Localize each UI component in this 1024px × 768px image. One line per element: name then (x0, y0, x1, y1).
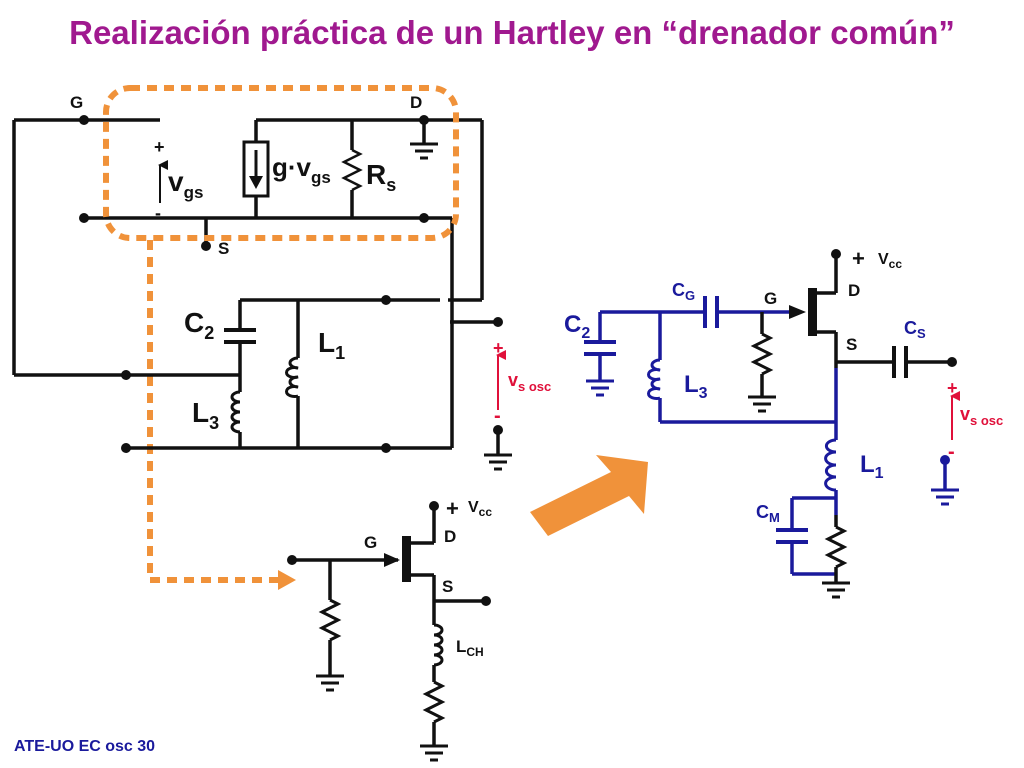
label-d: D (848, 281, 860, 300)
vgs-minus: - (155, 203, 161, 223)
final-jfet (750, 254, 952, 582)
bias-nodes (287, 501, 491, 606)
jfet-gate-arrow-icon (789, 305, 806, 319)
final-nodes-blue (940, 455, 950, 465)
label-s: S (218, 239, 229, 258)
label-rs: Rs (366, 159, 396, 195)
label-cs: CS (904, 318, 926, 341)
bias-circuit (292, 508, 486, 745)
label-d: D (444, 527, 456, 546)
label-l1: L1 (860, 451, 884, 482)
model-nodes (79, 115, 429, 251)
label-g: G (364, 533, 377, 552)
label-vgs: vgs (168, 166, 203, 202)
vs-plus: + (947, 378, 958, 398)
label-vs-osc: vs osc (508, 370, 551, 394)
jfet-gate-bar (808, 288, 817, 336)
label-gvgs: g·vgs (272, 152, 331, 187)
label-lch: LCH (456, 637, 484, 659)
final-circuit (598, 310, 947, 576)
label-g: G (764, 289, 777, 308)
label-vcc: Vcc (468, 499, 492, 519)
label-d: D (410, 93, 422, 112)
label-cm: CM (756, 502, 780, 525)
transform-arrow-icon (530, 455, 648, 536)
vcc-plus: + (446, 496, 459, 521)
inductor-l1-symbol (824, 438, 837, 492)
highlight-pointer (147, 240, 280, 583)
vcc-plus: + (852, 246, 865, 271)
tank-nodes (121, 295, 503, 453)
jfet-gate-bar (402, 536, 411, 582)
vs-minus: - (948, 441, 955, 463)
inductor-l3-symbol (230, 390, 241, 434)
label-c2: C2 (564, 311, 590, 342)
label-c2: C2 (184, 307, 214, 343)
ground-icon (410, 142, 438, 160)
current-arrow-icon (249, 176, 263, 189)
label-vcc: Vcc (878, 251, 902, 271)
vs-plus: + (493, 338, 504, 358)
vs-minus: - (494, 405, 501, 427)
slide-title: Realización práctica de un Hartley en “d… (69, 14, 955, 51)
label-s: S (442, 577, 453, 596)
pointer-arrowhead-icon (278, 570, 296, 590)
ground-icon (586, 379, 959, 506)
vgs-plus: + (154, 137, 165, 157)
label-cg: CG (672, 280, 695, 303)
inductor-l1-symbol (285, 356, 299, 398)
tank-circuit (14, 298, 500, 454)
label-l1: L1 (318, 327, 345, 363)
slide-footer: ATE-UO EC osc 30 (14, 738, 156, 755)
ground-icon (748, 395, 850, 599)
label-s: S (846, 335, 857, 354)
label-g: G (70, 93, 83, 112)
jfet-gate-arrow-icon (384, 553, 400, 567)
inductor-lch-symbol (433, 623, 444, 667)
ground-icon (316, 674, 448, 762)
inductor-l3-symbol (647, 358, 661, 400)
small-signal-model (12, 118, 484, 375)
label-l3: L3 (192, 397, 219, 433)
ground-icon (484, 453, 512, 471)
final-nodes (831, 249, 957, 367)
label-l3: L3 (684, 371, 708, 402)
model-highlight-box (103, 85, 459, 241)
label-vs-osc: vs osc (960, 404, 1003, 428)
